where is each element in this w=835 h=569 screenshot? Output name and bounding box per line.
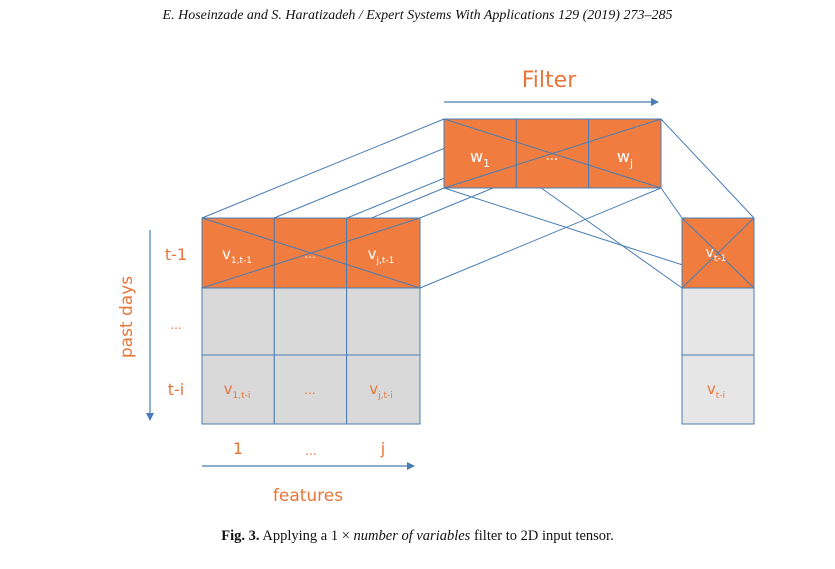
caption-label: Fig. 3. [221,528,260,544]
y-axis-label: past days [117,276,137,358]
row-label-t-1: t-1 [165,245,187,264]
row-label-t-i: t-i [168,380,185,399]
input-cell [201,354,275,425]
input-cell-label: ... [304,383,315,397]
input-cell [346,217,421,289]
filter-title: Filter [522,68,577,93]
input-tensor: v1,t-1 ... vj,t-1 v1,t-i ... vj,t-i [201,217,421,425]
input-cell [346,354,421,425]
input-cell [273,354,348,425]
input-cell-label: v1,t-i [224,380,251,401]
input-cell [201,287,275,356]
input-cell-label: vj,t-i [369,380,393,401]
filter-row: w1 ... wj [443,118,662,189]
input-cell-label: vj,t-1 [368,245,395,266]
input-cell-label: ... [304,247,315,261]
figure-caption: Fig. 3. Applying a 1 × number of variabl… [0,528,835,545]
filter-cell-label-1: w1 [470,147,490,170]
running-header: E. Hoseinzade and S. Haratizadeh / Exper… [162,8,673,23]
x-axis-label: features [273,486,343,506]
row-label-ellipsis: ... [170,318,181,332]
input-cell [273,287,348,356]
output-cell [681,287,755,356]
caption-text-italic: number of variables [353,528,471,544]
filter-cell-label-2: ... [546,149,558,164]
caption-text-before: Applying a 1 × [262,528,354,544]
output-cell [681,354,755,425]
feature-tick-j: j [380,439,385,458]
feature-tick-1: 1 [233,439,243,458]
input-cell-label: v1,t-1 [222,245,252,266]
output-column: vt-1 vt-i [681,217,755,425]
output-cell-label-t-1: vt-1 [706,245,727,264]
feature-tick-ellipsis: ... [305,444,316,458]
filter-cell-label-3: wj [617,147,633,170]
input-cell [201,217,275,289]
input-cell [346,287,421,356]
output-cell-label-t-i: vt-i [707,380,725,401]
caption-text-after: filter to 2D input tensor. [470,528,614,544]
